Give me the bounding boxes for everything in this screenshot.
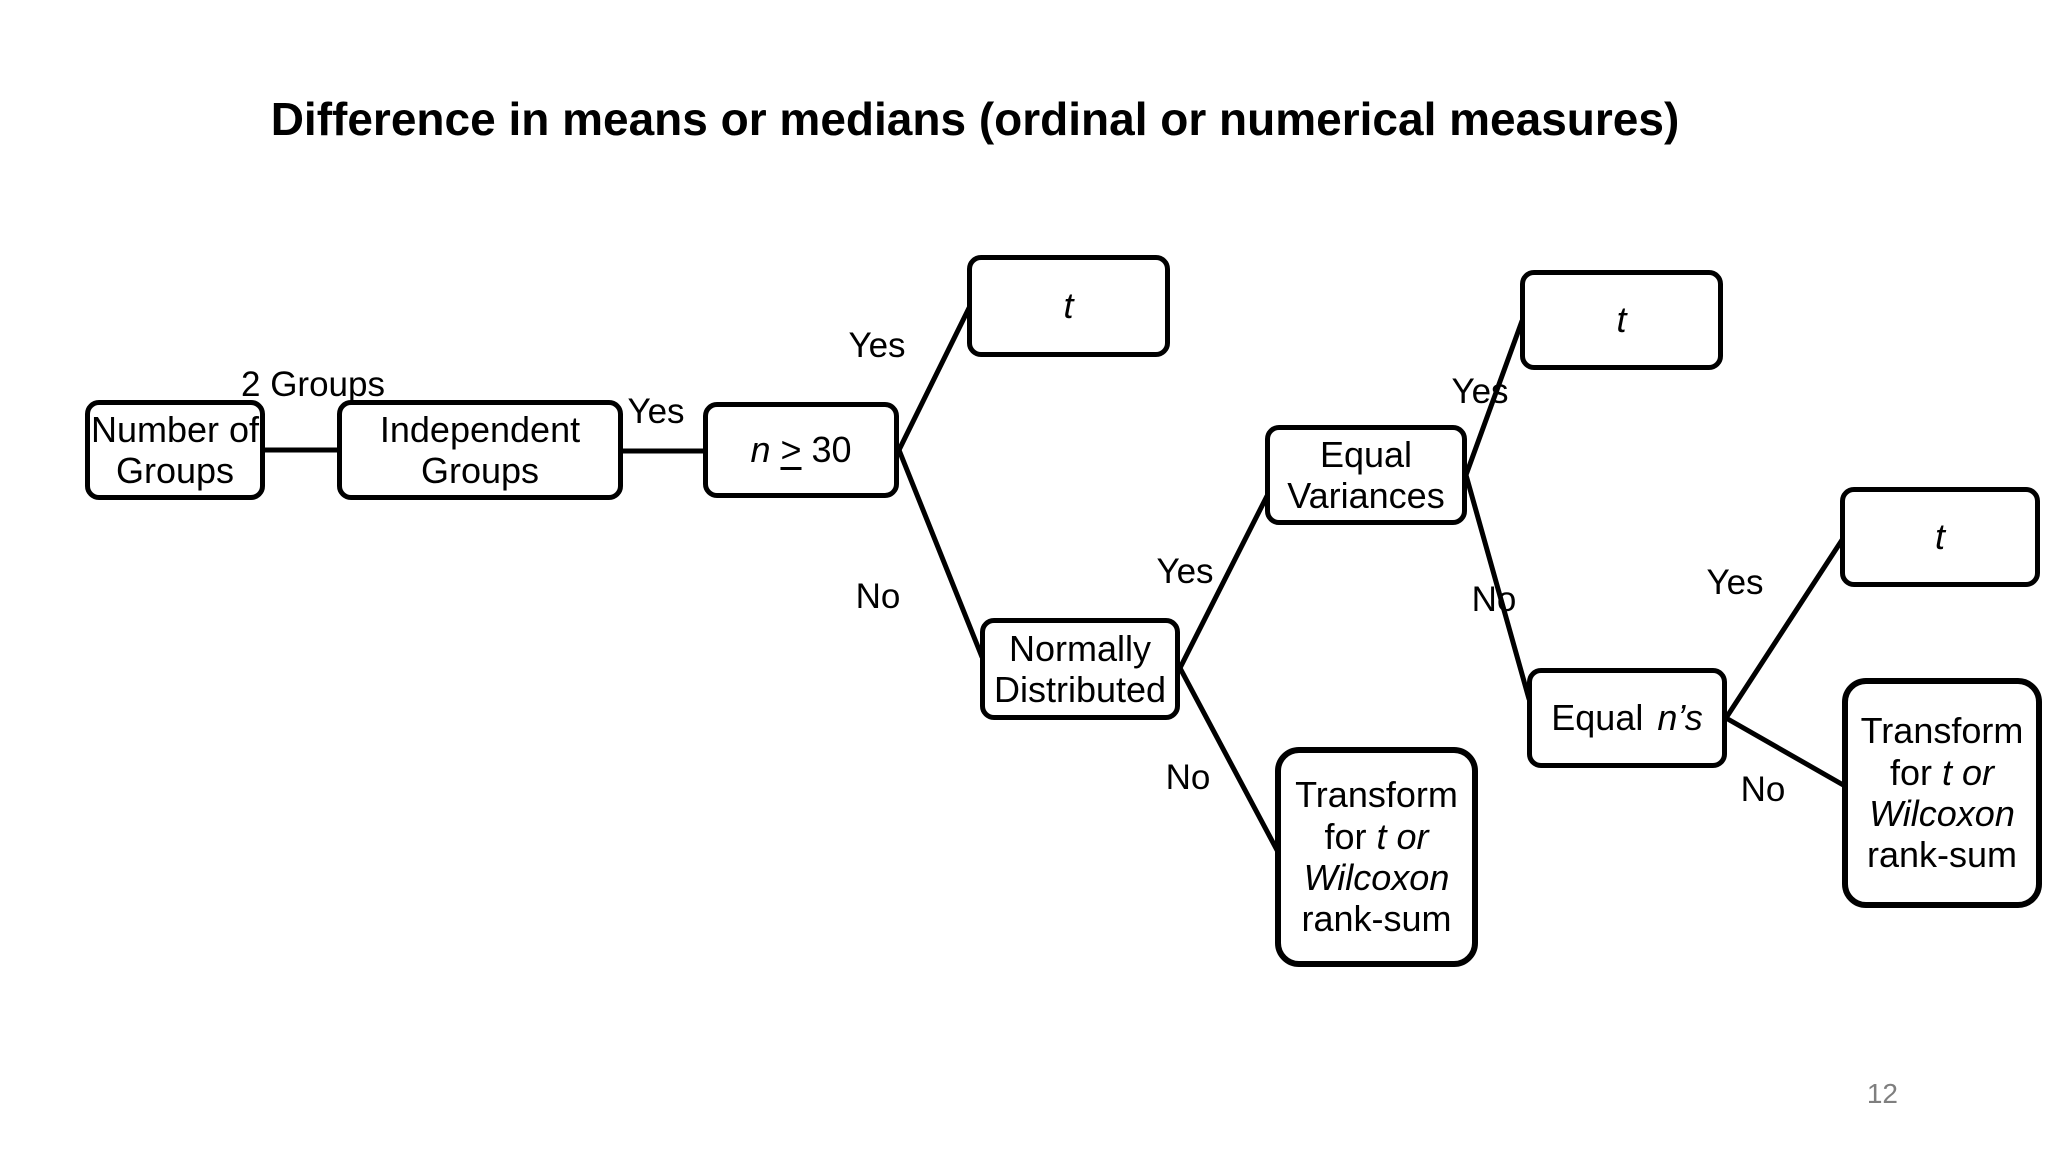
node-text: Variances [1287,475,1445,516]
node-t-test-middle: t [1520,270,1723,370]
edge-label-yes-n30-t: Yes [848,326,906,365]
node-text: Independent [379,408,581,450]
node-text: Distributed [993,669,1167,710]
node-text: t [1616,299,1627,341]
edge-label-yes-independent: Yes [627,392,685,431]
node-text-line2: for t or [1324,816,1428,857]
node-transform-wilcoxon-2: Transform for t or Wilcoxon rank-sum [1842,678,2042,908]
node-text: for [1324,815,1367,857]
edge-label-no-equalns-transform: No [1740,770,1786,809]
node-text: Normally [1008,627,1151,669]
page-number: 12 [1866,1078,1898,1109]
edge-label-no-equalvar-equalns: No [1471,580,1517,619]
edge-label-no-n30-normal: No [855,577,901,616]
node-t-test-right: t [1840,487,2040,587]
edge-label-yes-equalvar-t: Yes [1451,372,1509,411]
edge-label-yes-equalns-t: Yes [1706,563,1764,602]
node-t-test-top: t [967,255,1170,357]
node-text-variable: n [750,429,771,471]
node-text: rank-sum [1866,834,2018,876]
node-number-of-groups: Number of Groups [85,400,265,500]
edge-yes-equalns-t [1723,537,1845,721]
node-text: Equal [1319,433,1413,475]
node-text: Number of [90,408,260,450]
edge-no-n30-normal [896,447,985,660]
edge-yes-normal-equalvar [1177,493,1270,671]
node-normally-distributed: Normally Distributed [980,618,1180,720]
node-text: rank-sum [1301,898,1452,940]
node-equal-variances: Equal Variances [1265,425,1467,525]
node-equal-ns: Equal n’s [1527,668,1727,768]
node-text: t [1063,285,1074,327]
edge-yes-n30-t [896,303,973,453]
node-text-value: 30 [811,429,852,471]
node-text-plain: Equal [1551,697,1644,739]
node-text-italic: n’s [1657,697,1703,739]
edge-no-equalns-transform [1723,715,1848,789]
edge-label-no-normal-transform: No [1165,758,1211,797]
slide-title: Difference in means or medians (ordinal … [270,93,1680,145]
node-text: Wilcoxon [1303,857,1450,898]
node-text: Transform [1860,710,2024,752]
edge-yes-equalvar-t [1463,318,1525,478]
node-text: t [1934,516,1945,558]
edge-label-2-groups: 2 Groups [241,365,385,404]
edge-no-normal-transform [1177,665,1281,855]
node-text: t or [1942,751,1995,793]
node-n-greater-30: n > 30 [703,402,899,498]
node-text: Groups [420,450,540,491]
edge-label-yes-normal-equalvar: Yes [1156,552,1214,591]
node-text: Transform [1295,774,1458,816]
node-text: Wilcoxon [1869,793,2015,834]
node-text-line2: for t or [1890,752,1994,793]
node-text-operator: > [780,429,802,471]
edge-no-equalvar-equalns [1463,472,1532,702]
node-text: for [1889,751,1932,793]
node-transform-wilcoxon-1: Transform for t or Wilcoxon rank-sum [1275,747,1478,967]
node-text: Groups [115,450,235,491]
node-text: t or [1376,815,1429,857]
node-independent-groups: Independent Groups [337,400,623,500]
